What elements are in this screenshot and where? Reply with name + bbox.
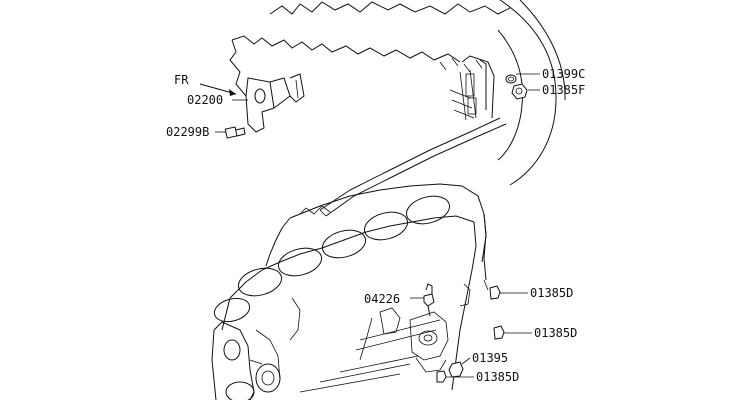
label-01395: 01395 <box>472 351 508 365</box>
plug-stud-2 <box>493 325 505 340</box>
label-fr: FR <box>174 73 189 87</box>
sensor-04226 <box>423 283 435 317</box>
bolt-02299B <box>224 126 246 139</box>
upper-engine-outline <box>229 0 566 217</box>
bracket-02200 <box>245 73 305 133</box>
cylinder-block <box>211 183 505 400</box>
ring-01399C <box>505 74 517 84</box>
label-01385D-upper: 01385D <box>530 286 573 300</box>
block-front-face <box>211 321 281 400</box>
plug-stud-1 <box>489 285 501 300</box>
label-01385F: 01385F <box>542 83 585 97</box>
part-labels: FR 02200 02299B 01399C 01385F 04226 0138… <box>166 67 585 384</box>
cylinder-bores <box>213 195 451 323</box>
label-02299B: 02299B <box>166 125 209 139</box>
label-02200: 02200 <box>187 93 223 107</box>
label-01385D-middle: 01385D <box>534 326 577 340</box>
label-01399C: 01399C <box>542 67 585 81</box>
label-01385D-lower: 01385D <box>476 370 519 384</box>
plug-01395 <box>448 361 464 378</box>
nut-01385F <box>511 83 528 100</box>
label-04226: 04226 <box>364 292 400 306</box>
plug-stud-3 <box>436 370 447 383</box>
leader-lines <box>199 73 540 378</box>
